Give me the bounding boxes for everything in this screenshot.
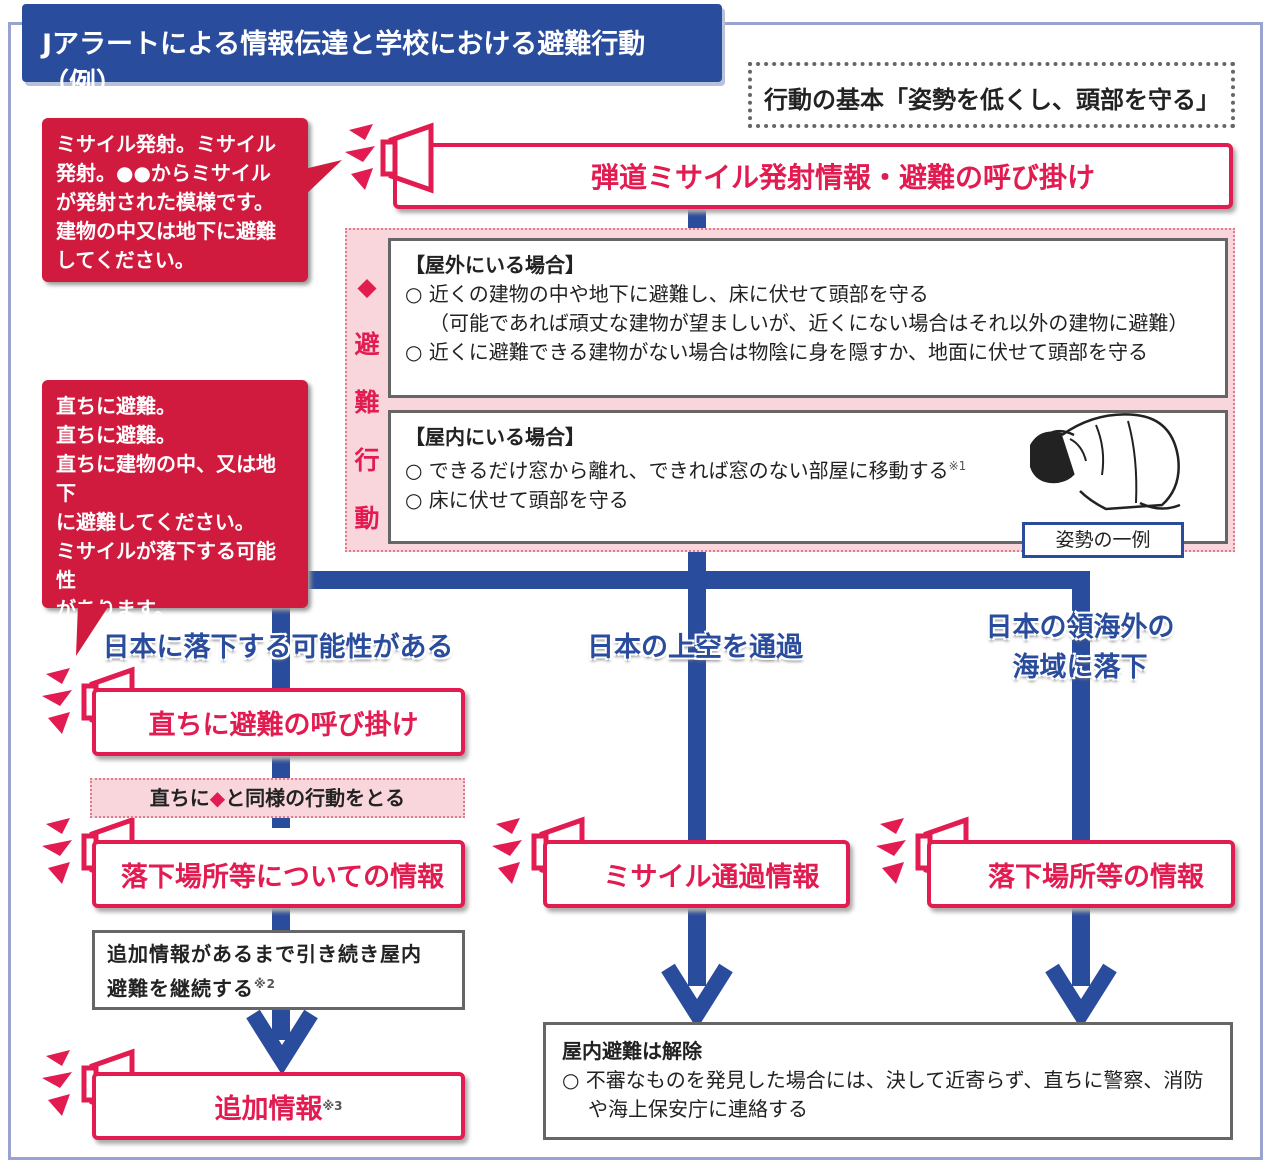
speech-bubble-launch: ミサイル発射。ミサイル 発射。●●からミサイル が発射された模様です。 建物の中… bbox=[42, 118, 308, 282]
arrow-down-icon bbox=[246, 1009, 318, 1076]
basic-action-note: 行動の基本「姿勢を低くし、頭部を守る」 bbox=[748, 62, 1235, 128]
pose-caption: 姿勢の一例 bbox=[1022, 522, 1184, 558]
arrow-down-icon bbox=[1045, 963, 1117, 1030]
fall-location-info-left-label: 落下場所等についての情報 bbox=[120, 861, 445, 893]
footnote-mark: ※3 bbox=[322, 1099, 343, 1113]
arrow-down-icon bbox=[661, 963, 733, 1030]
speech-line: ミサイル発射。ミサイル bbox=[56, 132, 276, 156]
footnote-mark: ※2 bbox=[254, 977, 277, 991]
branch-label-outside-waters: 日本の領海外の 海域に落下 bbox=[960, 608, 1200, 688]
footnote-mark: ※1 bbox=[948, 459, 967, 473]
branch-label-line: 海域に落下 bbox=[1012, 652, 1148, 683]
speech-line: 直ちに避難。 bbox=[56, 394, 176, 418]
branch-label-passing-over: 日本の上空を通過 bbox=[587, 632, 803, 663]
speech-line: 直ちに建物の中、又は地下 bbox=[56, 452, 276, 505]
shelter-lifted-heading: 屋内避難は解除 bbox=[562, 1039, 702, 1063]
speech-line: してください。 bbox=[56, 248, 195, 272]
missile-passing-info: ミサイル通過情報 bbox=[543, 840, 850, 908]
additional-info-alert: 追加情報※3 bbox=[92, 1072, 465, 1140]
diamond-icon: ◆ bbox=[209, 786, 226, 810]
same-action-pre: 直ちに bbox=[149, 786, 210, 810]
outdoor-case-box: 【屋外にいる場合】 ○ 近くの建物の中や地下に避難し、床に伏せて頭部を守る （可… bbox=[388, 238, 1228, 398]
shelter-lifted-box: 屋内避難は解除 ○ 不審なものを発見した場合には、決して近寄らず、直ちに警察、消… bbox=[543, 1022, 1233, 1140]
continue-line: 追加情報があるまで引き続き屋内 bbox=[107, 942, 422, 966]
speech-bubble-evacuate: 直ちに避難。 直ちに避難。 直ちに建物の中、又は地下 に避難してください。 ミサ… bbox=[42, 380, 308, 679]
evacuation-action-vertical-label: ◆ 避 難 行 動 bbox=[352, 258, 382, 548]
outdoor-heading: 【屋外にいる場合】 bbox=[405, 253, 585, 277]
main-alert-banner: 弾道ミサイル発射情報・避難の呼び掛け bbox=[393, 143, 1233, 209]
speech-line: があります。 bbox=[56, 597, 174, 621]
speech-line: ミサイルが落下する可能性 bbox=[56, 539, 276, 592]
indoor-line-text: ○ できるだけ窓から離れ、できれば窓のない部屋に移動する bbox=[405, 458, 949, 483]
connector-left-mid bbox=[272, 755, 290, 781]
indoor-line: ○ できるだけ窓から離れ、できれば窓のない部屋に移動する※1 bbox=[405, 452, 1211, 486]
speech-tail bbox=[76, 604, 110, 656]
indoor-heading: 【屋内にいる場合】 bbox=[405, 425, 585, 449]
zone-label-char: 動 bbox=[354, 504, 380, 533]
continue-line: 避難を継続する※2 bbox=[107, 969, 450, 1004]
fall-location-info-left: 落下場所等についての情報 bbox=[92, 840, 465, 908]
zone-label-char: 難 bbox=[354, 388, 380, 417]
main-alert-label: 弾道ミサイル発射情報・避難の呼び掛け bbox=[590, 161, 1095, 194]
additional-info-label: 追加情報 bbox=[214, 1093, 323, 1125]
speech-line: 直ちに避難。 bbox=[56, 423, 176, 447]
same-action-post: と同様の行動をとる bbox=[225, 786, 406, 810]
connector-left-bottom bbox=[272, 1010, 290, 1040]
connector-left-low bbox=[272, 906, 290, 932]
page-title: Jアラートによる情報伝達と学校における避難行動（例） bbox=[22, 4, 722, 99]
connector-horizontal bbox=[280, 571, 1090, 589]
shelter-lifted-line: や海上保安庁に連絡する bbox=[588, 1097, 808, 1121]
outdoor-line: ○ 近くに避難できる建物がない場合は物陰に身を隠すか、地面に伏せて頭部を守る bbox=[405, 340, 1149, 364]
speech-line: が発射された模様です。 bbox=[56, 190, 274, 214]
immediate-evacuation-label: 直ちに避難の呼び掛け bbox=[148, 709, 419, 741]
continue-line-text: 避難を継続する bbox=[107, 976, 254, 1001]
zone-label-char: 避 bbox=[354, 330, 380, 359]
speech-tail bbox=[300, 160, 342, 200]
indoor-line: ○ 床に伏せて頭部を守る bbox=[405, 487, 629, 512]
outdoor-line: ○ 近くの建物の中や地下に避難し、床に伏せて頭部を守る bbox=[405, 282, 929, 306]
same-action-note: 直ちに◆と同様の行動をとる bbox=[90, 778, 465, 818]
speech-line: 建物の中又は地下に避難 bbox=[56, 219, 276, 243]
continue-shelter-note: 追加情報があるまで引き続き屋内 避難を継続する※2 bbox=[92, 930, 465, 1010]
zone-label-char: 行 bbox=[354, 446, 380, 475]
zone-label-char: ◆ bbox=[357, 272, 377, 301]
megaphone-icon bbox=[345, 122, 434, 194]
speech-line: に避難してください。 bbox=[56, 510, 255, 534]
shelter-lifted-line: ○ 不審なものを発見した場合には、決して近寄らず、直ちに警察、消防 bbox=[562, 1068, 1204, 1092]
speech-line: 発射。●●からミサイル bbox=[56, 161, 271, 185]
branch-label-line: 日本の領海外の bbox=[985, 612, 1175, 643]
branch-label-may-fall: 日本に落下する可能性がある bbox=[102, 632, 454, 663]
crouching-person-icon bbox=[1030, 413, 1181, 511]
immediate-evacuation-alert: 直ちに避難の呼び掛け bbox=[92, 688, 465, 756]
fall-location-info-right: 落下場所等の情報 bbox=[927, 840, 1235, 908]
connector-left-mid2 bbox=[272, 816, 290, 828]
outdoor-line: （可能であれば頑丈な建物が望ましいが、近くにない場合はそれ以外の建物に避難） bbox=[429, 311, 1189, 335]
missile-passing-info-label: ミサイル通過情報 bbox=[603, 861, 820, 893]
fall-location-info-right-label: 落下場所等の情報 bbox=[988, 861, 1204, 893]
